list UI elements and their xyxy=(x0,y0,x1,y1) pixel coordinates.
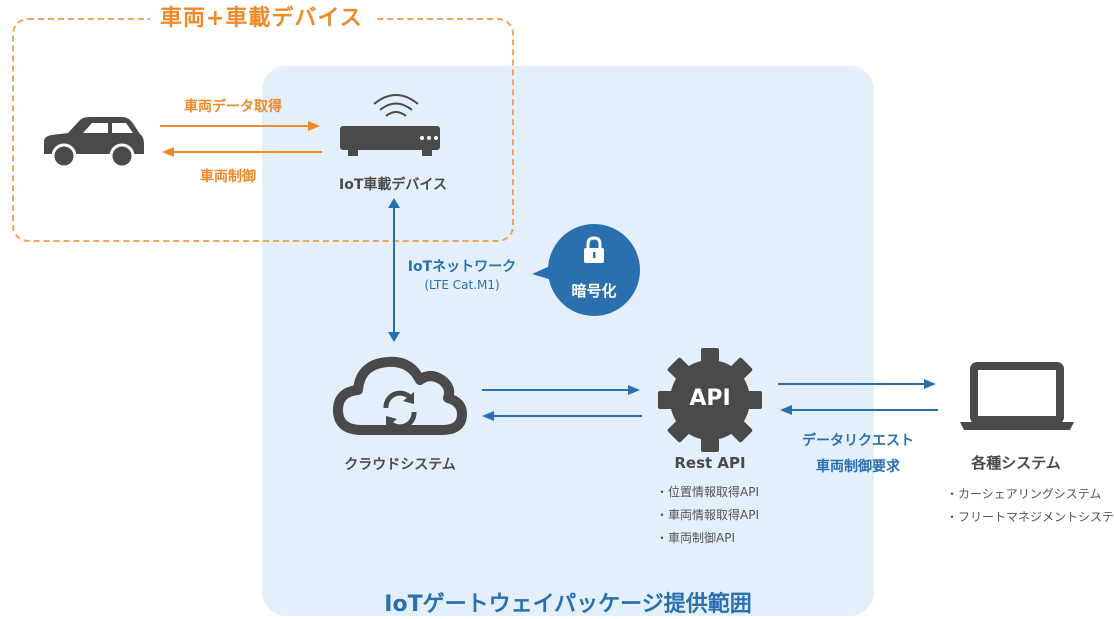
api-item: ・位置情報取得API xyxy=(656,485,759,499)
api-label: Rest API xyxy=(674,454,746,472)
api-item: ・車両制御API xyxy=(656,531,735,545)
control-label: 車両制御 xyxy=(200,169,256,185)
systems-label: 各種システム xyxy=(971,454,1061,472)
request-label-1: データリクエスト xyxy=(802,433,914,449)
data-get-arrow xyxy=(160,121,320,131)
api-gear-text: API xyxy=(689,386,731,411)
cloud-sync-icon xyxy=(333,356,467,435)
request-label-2: 車両制御要求 xyxy=(816,459,900,475)
data-get-label: 車両データ取得 xyxy=(184,99,282,115)
network-arrow xyxy=(388,198,400,342)
cloud-to-api-arrow xyxy=(482,385,640,395)
systems-item: ・フリートマネジメントシステム xyxy=(946,510,1114,524)
car-icon xyxy=(44,117,144,169)
encryption-badge xyxy=(532,224,640,316)
network-sublabel: (LTE Cat.M1) xyxy=(424,278,500,292)
device-label: IoT車載デバイス xyxy=(339,177,447,193)
lock-icon xyxy=(584,236,604,263)
router-wifi-icon xyxy=(340,94,440,156)
scope-title: IoTゲートウェイパッケージ提供範囲 xyxy=(384,592,752,617)
network-label: IoTネットワーク xyxy=(407,259,517,275)
api-gear-icon xyxy=(658,348,762,452)
api-to-systems-arrow xyxy=(778,379,936,389)
cloud-label: クラウドシステム xyxy=(344,457,456,473)
laptop-icon xyxy=(960,362,1074,430)
api-item: ・車両情報取得API xyxy=(656,508,759,522)
gateway-scope-panel xyxy=(262,66,874,616)
encryption-label: 暗号化 xyxy=(571,282,617,300)
vehicle-section-title: 車両+車載デバイス xyxy=(150,6,373,32)
systems-item: ・カーシェアリングシステム xyxy=(946,487,1102,501)
systems-to-api-arrow xyxy=(780,405,938,415)
api-to-cloud-arrow xyxy=(482,411,642,421)
control-arrow xyxy=(162,147,322,157)
